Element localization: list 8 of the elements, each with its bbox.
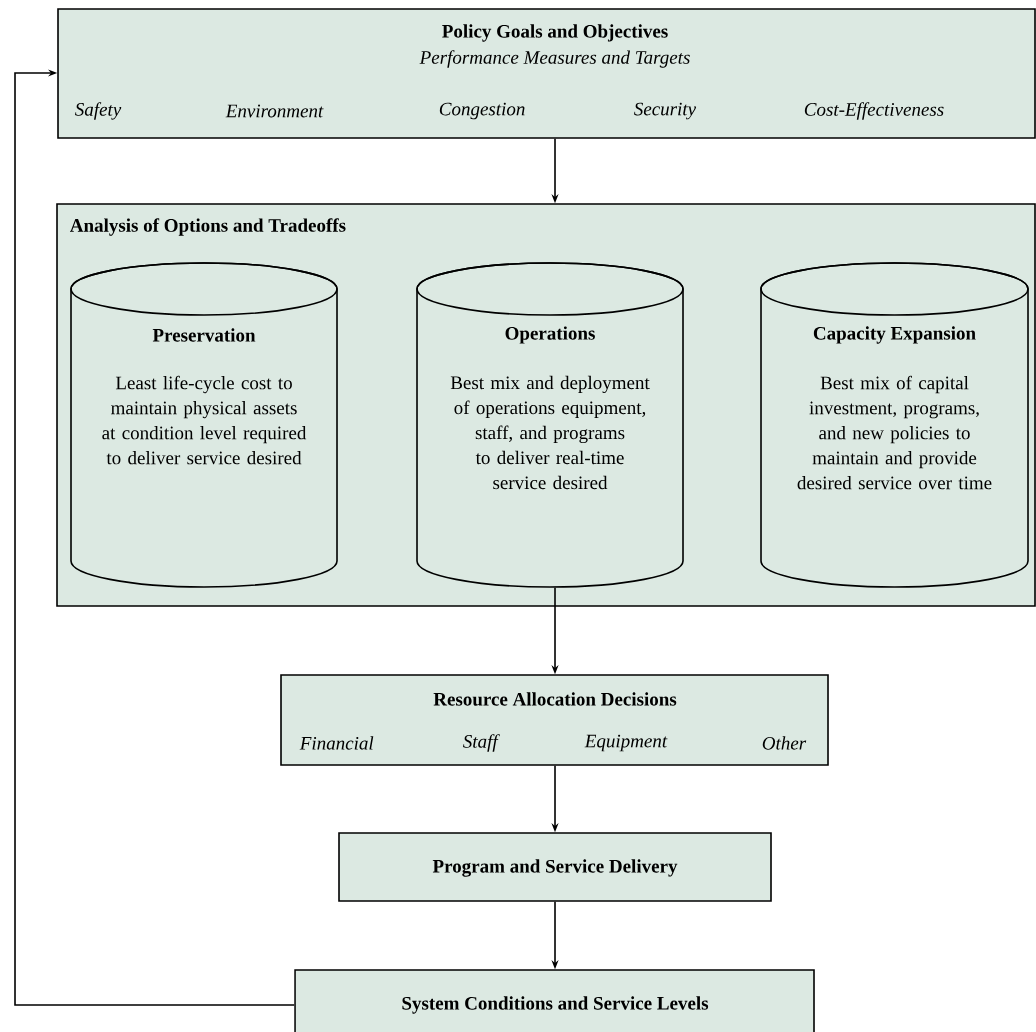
delivery-box: Program and Service Delivery bbox=[338, 832, 772, 902]
capacity-cylinder: Capacity Expansion Best mix of capital investment, programs, and new policies to maintain and provide desired service over time bbox=[760, 262, 1029, 588]
conditions-box: System Conditions and Service Levels bbox=[294, 969, 815, 1032]
goals-box: Policy Goals and Objectives Performance Measures and Targets Safety Environment Congestion Security Cost-Effectiveness bbox=[57, 8, 1036, 139]
operations-cylinder: Operations Best mix and deployment of operations equipment, staff, and programs to deliver real-time service desired bbox=[416, 262, 684, 588]
preservation-cylinder: Preservation Least life-cycle cost to maintain physical assets at condition level required to deliver service desired bbox=[70, 262, 338, 588]
arrow bbox=[14, 69, 295, 1006]
allocation-box: Resource Allocation Decisions Financial Staff Equipment Other bbox=[280, 674, 829, 766]
